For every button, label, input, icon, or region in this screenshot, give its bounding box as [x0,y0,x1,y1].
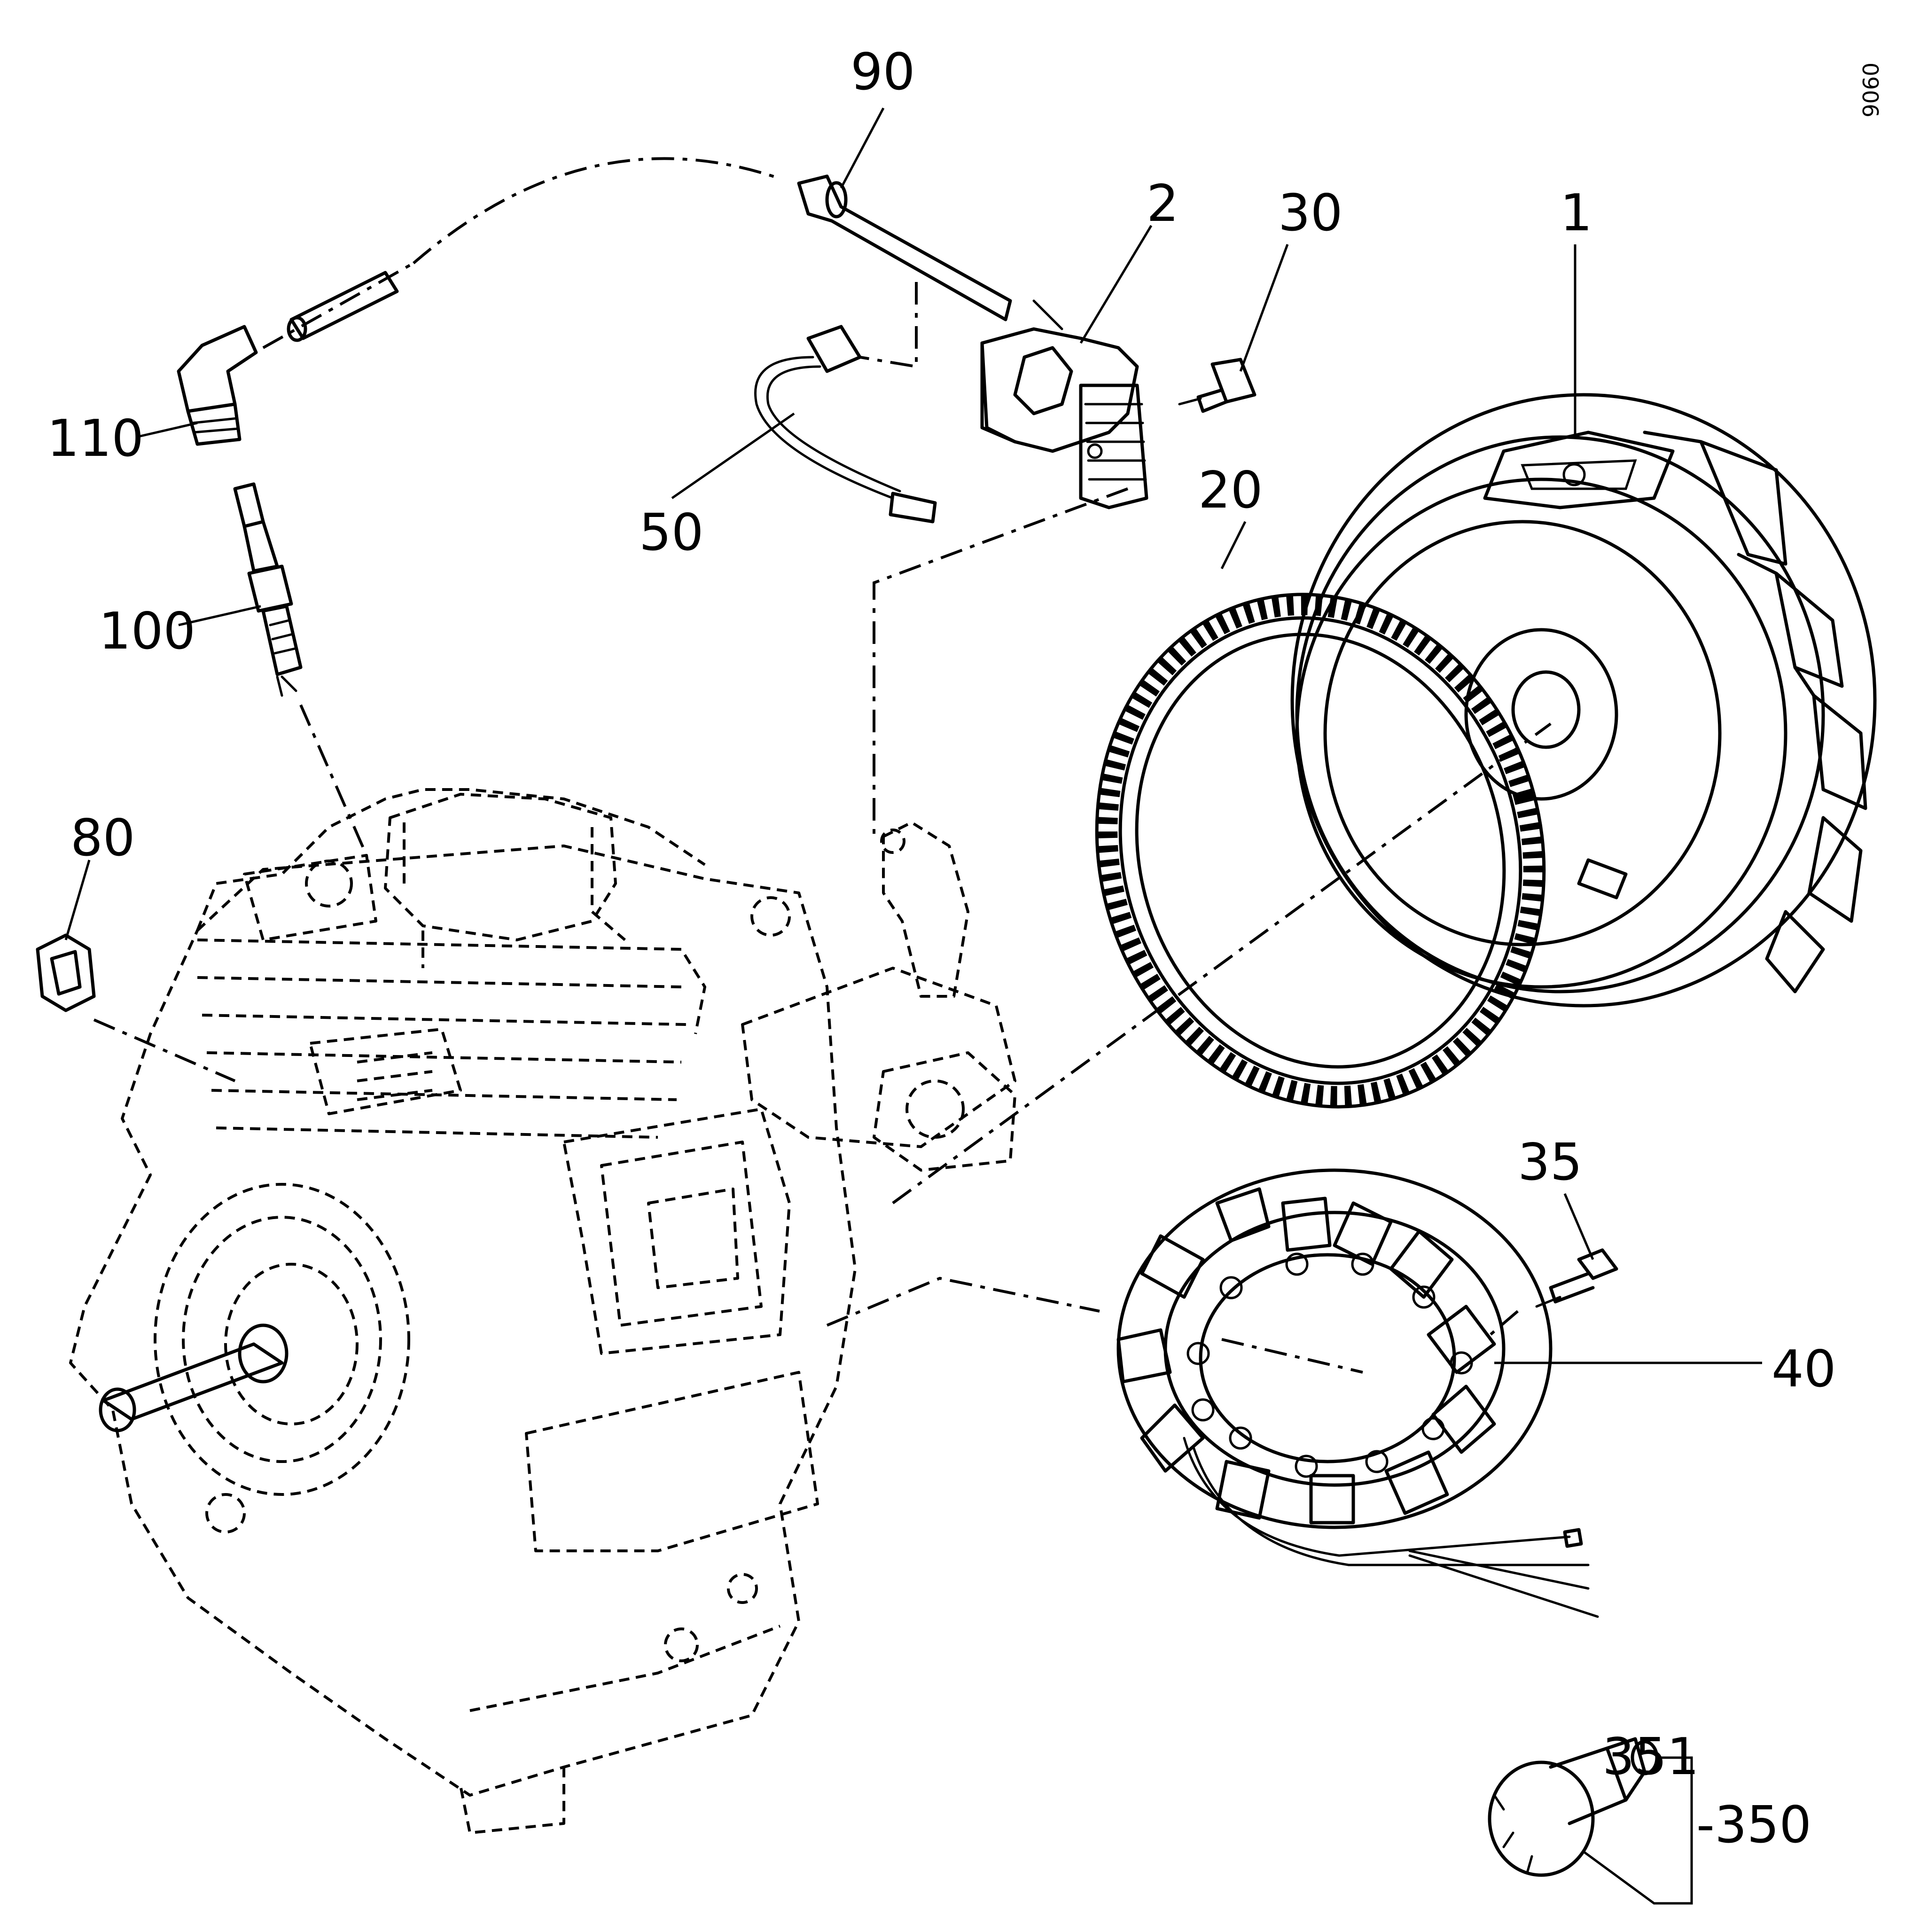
callout-20: 20 [1198,461,1263,520]
callout-80: 80 [70,809,135,868]
drawing-number: 9060 [1858,63,1884,117]
callout-100: 100 [99,602,195,661]
callout-90: 90 [851,43,915,102]
callout-1: 1 [1560,184,1592,242]
callout-110: 110 [47,409,144,468]
alignment-lines [93,487,1552,1374]
callout-50: 50 [639,503,703,562]
callout-30: 30 [1278,184,1342,242]
callout-350: -350 [1696,1796,1811,1854]
grommet [36,933,96,1012]
ring-gear [1095,593,1546,1109]
stator-bolt [1535,1248,1618,1308]
spark-plug [233,482,303,697]
coil-bolt [1178,358,1257,413]
engine-block [69,788,1016,1834]
ignition-lead [262,157,1012,349]
callout-35: 35 [1518,1133,1582,1192]
ground-lead [754,282,937,524]
spark-plug-cap [177,325,258,446]
callout-2: 2 [1147,174,1179,233]
ignition-coil [980,299,1148,509]
callout-351: 351 [1602,1728,1699,1786]
ignition-switch [1488,1737,1659,1877]
stator [1116,1168,1599,1618]
leader-lines [64,107,1762,1905]
flywheel [1290,393,1877,1008]
callout-40: 40 [1772,1340,1836,1399]
